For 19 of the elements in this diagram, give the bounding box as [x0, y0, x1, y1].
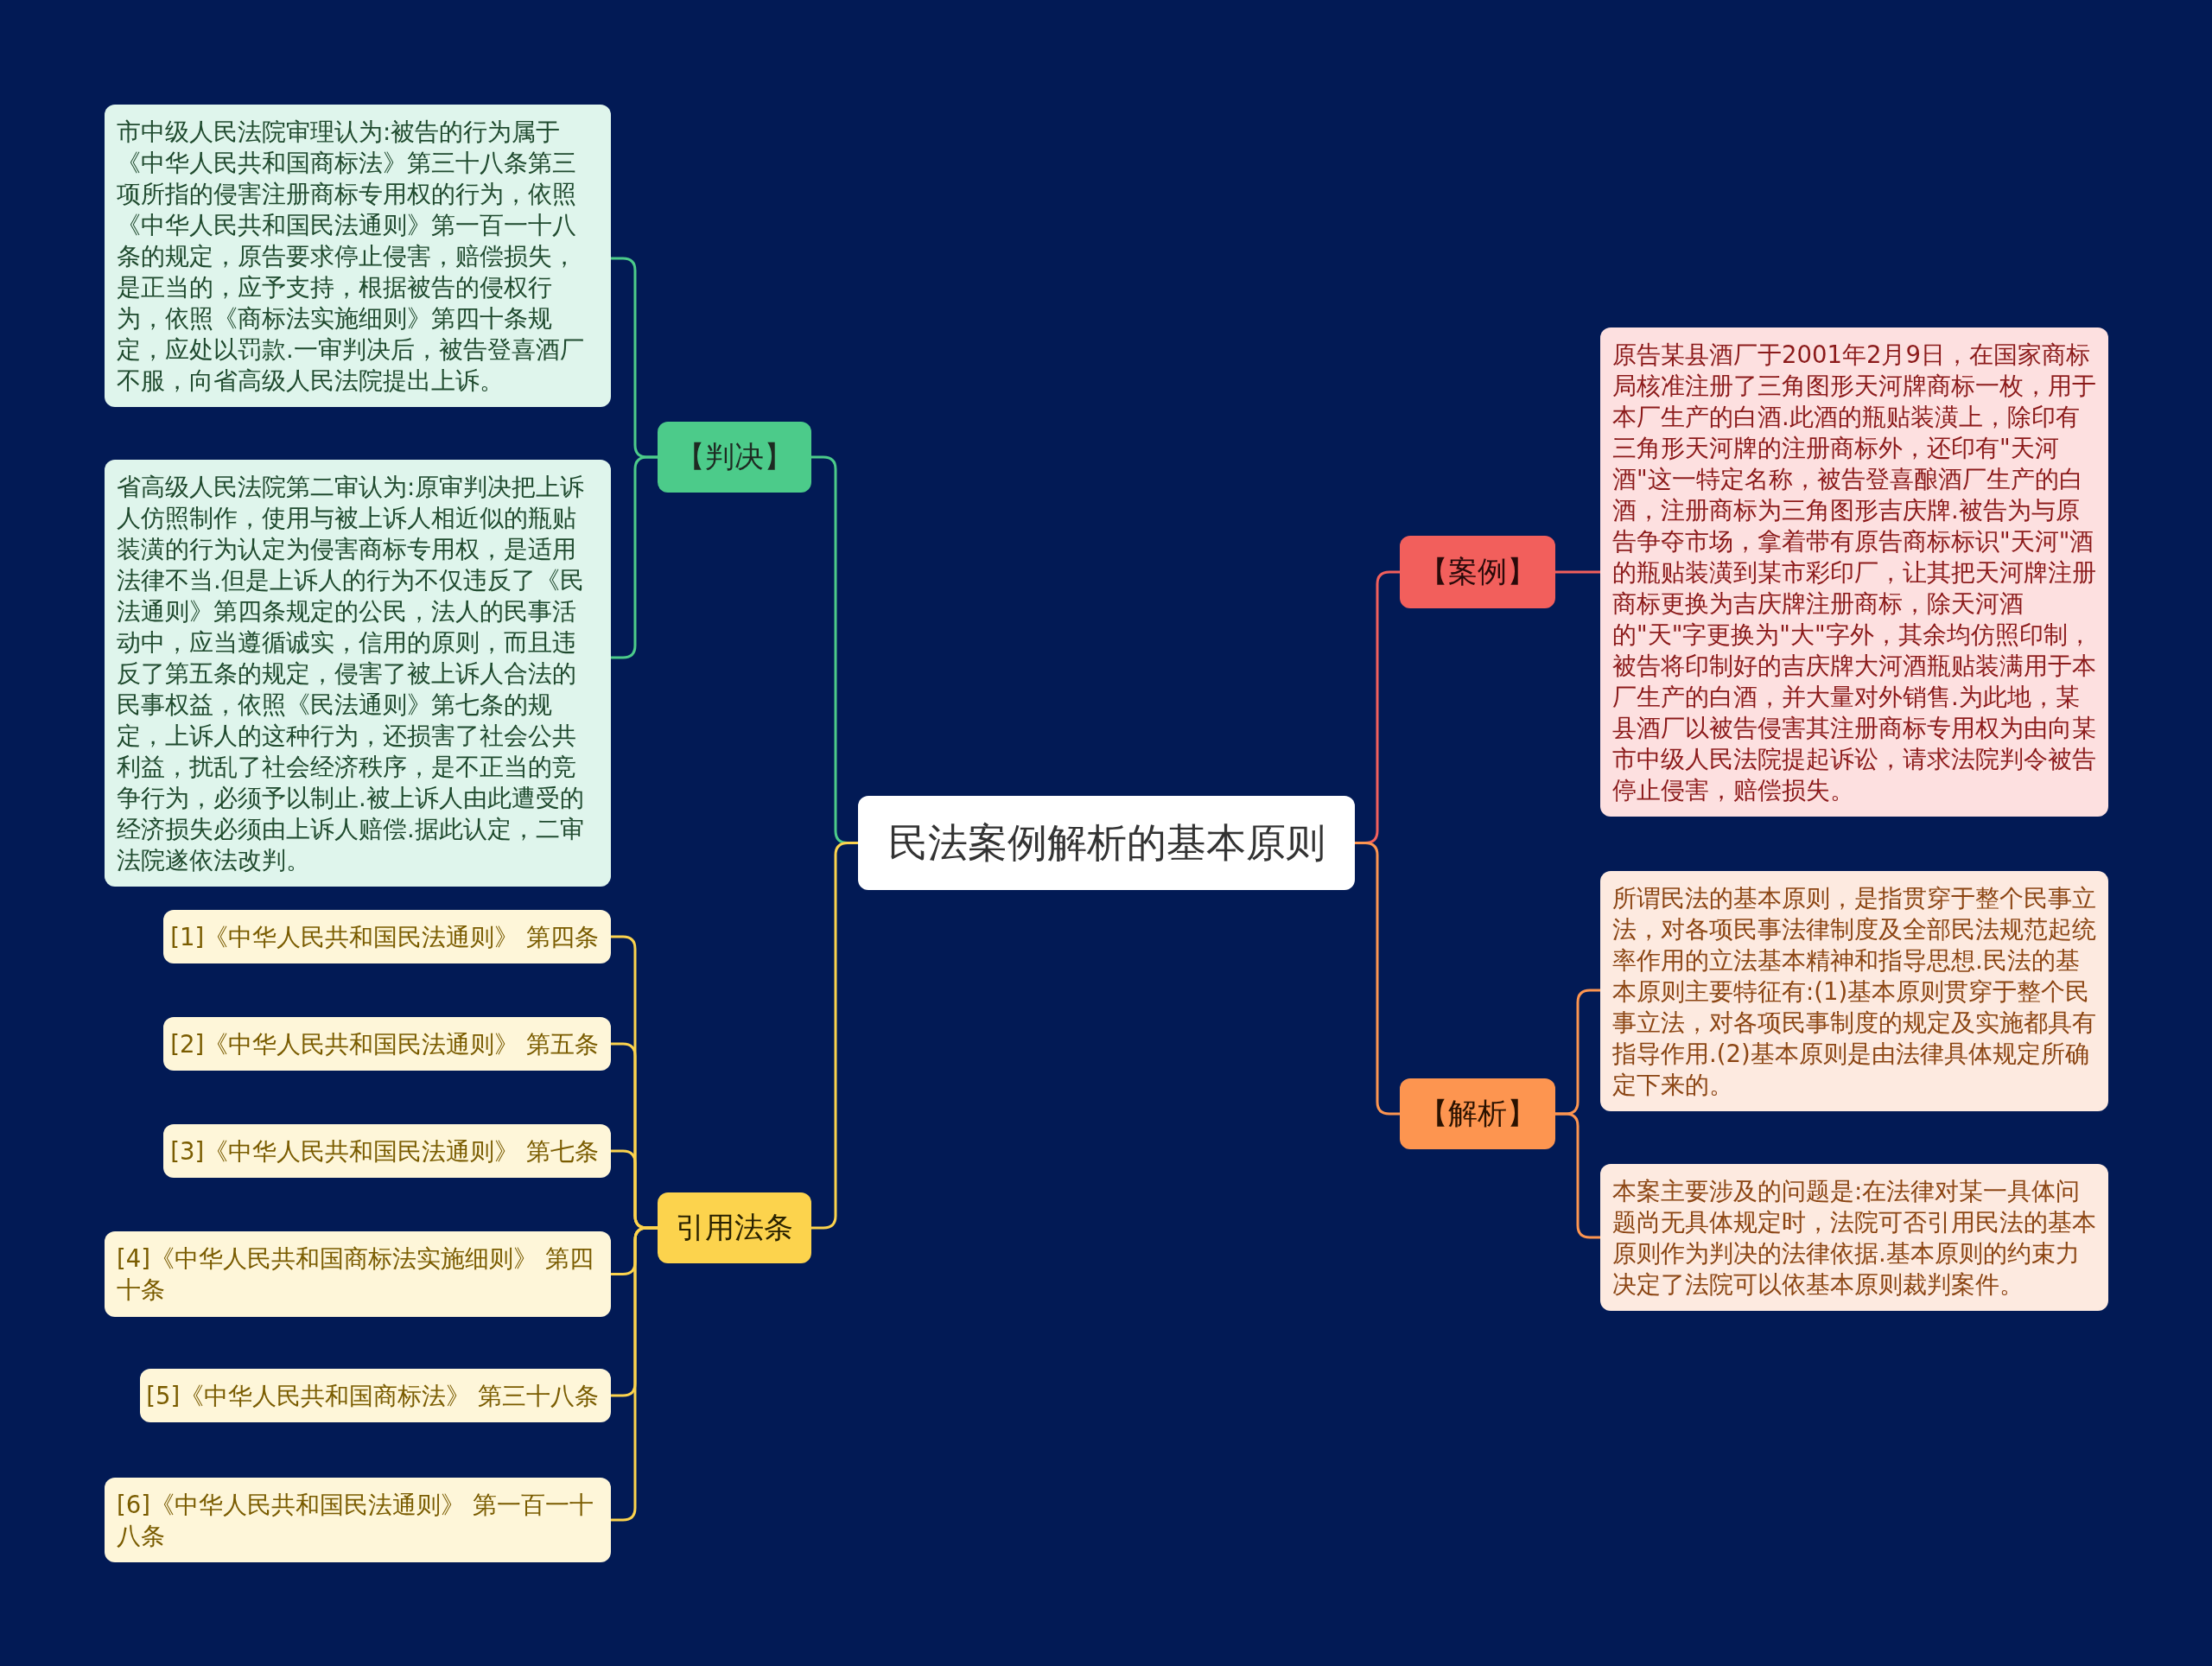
- text-card: [3]《中华人民共和国民法通则》 第七条: [163, 1124, 611, 1178]
- branch-topic: 【案例】: [1400, 536, 1555, 608]
- text-card: 省高级人民法院第二审认为:原审判决把上诉人仿照制作，使用与被上诉人相近似的瓶贴装潢的行为认定为侵害商标专用权，是适用法律不当.但是上诉人的行为不仅违反了《民法通则》第四条规定的公民，法人的民事活动中，应当遵循诚实，信用的原则，而且违反了第五条的规定，侵害了被上诉人合法的民事权益，依照《民法通则》第七条的规定，上诉人的这种行为，还损害了社会公共利益，扰乱了社会经济秩序，是不正当的竞争行为，必须予以制止.被上诉人由此遭受的经济损失必须由上诉人赔偿.据此认定，二审法院遂依法改判。: [105, 460, 611, 887]
- connector-line: [1355, 842, 1400, 1116]
- text-card: 市中级人民法院审理认为:被告的行为属于《中华人民共和国商标法》第三十八条第三项所指的侵害注册商标专用权的行为，依照《中华人民共和国民法通则》第一百一十八条的规定，原告要求停止侵害，赔偿损失，是正当的，应予支持，根据被告的侵权行为，依照《商标法实施细则》第四十条规定，应处以罚款.一审判决后，被告登喜酒厂不服，向省高级人民法院提出上诉。: [105, 105, 611, 407]
- branch-topic: 引用法条: [658, 1192, 811, 1263]
- connector-line: [1555, 1112, 1600, 1239]
- central-topic: 民法案例解析的基本原则: [858, 796, 1355, 890]
- text-card: [4]《中华人民共和国商标法实施细则》 第四十条: [105, 1231, 611, 1317]
- text-card: 本案主要涉及的问题是:在法律对某一具体问题尚无具体规定时，法院可否引用民法的基本原则作为判决的法律依据.基本原则的约束力决定了法院可以依基本原则裁判案件。: [1600, 1164, 2108, 1311]
- branch-topic: 【判决】: [658, 422, 811, 493]
- text-card: [5]《中华人民共和国商标法》 第三十八条: [140, 1369, 611, 1422]
- text-card: [6]《中华人民共和国民法通则》 第一百一十八条: [105, 1478, 611, 1562]
- text-card: [2]《中华人民共和国民法通则》 第五条: [163, 1017, 611, 1071]
- connector-line: [1555, 570, 1602, 574]
- text-card: [1]《中华人民共和国民法通则》 第四条: [163, 910, 611, 963]
- text-card: 原告某县酒厂于2001年2月9日，在国家商标局核准注册了三角图形天河牌商标一枚，用于本厂生产的白酒.此酒的瓶贴装潢上，除印有三角形天河牌的注册商标外，还印有"天河酒"这一特定名称，被告登喜酿酒厂生产的白酒，注册商标为三角图形吉庆牌.被告为与原告争夺市场，拿着带有原告商标标识"天河"酒的瓶贴装潢到某市彩印厂，让其把天河牌注册商标更换为吉庆牌注册商标，除天河酒的"天"字更换为"大"字外，其余均仿照印制，被告将印制好的吉庆牌大河酒瓶贴装满用于本厂生产的白酒，并大量对外销售.为此地，某县酒厂以被告侵害其注册商标专用权为由向某市中级人民法院提起诉讼，请求法院判令被告停止侵害，赔偿损失。: [1600, 327, 2108, 817]
- text-card: 所谓民法的基本原则，是指贯穿于整个民事立法，对各项民事法律制度及全部民法规范起统率作用的立法基本精神和指导思想.民法的基本原则主要特征有:(1)基本原则贯穿于整个民事立法，对各项民事制度的规定及实施都具有指导作用.(2)基本原则是由法律具体规定所确定下来的。: [1600, 871, 2108, 1111]
- branch-topic: 【解析】: [1400, 1078, 1555, 1149]
